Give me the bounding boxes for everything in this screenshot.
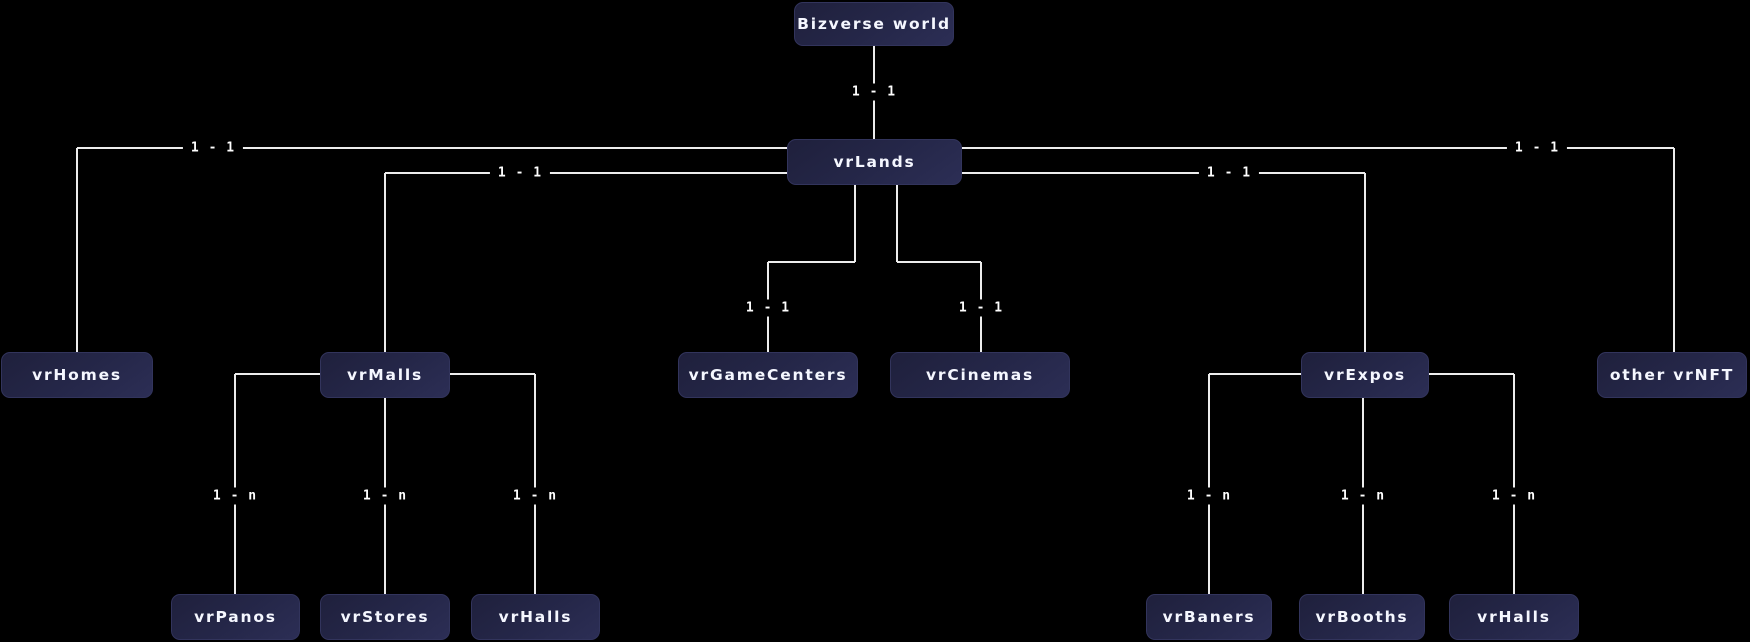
edge-vrlands-vrmalls-line-h xyxy=(385,172,787,174)
edge-vrlands-othervnft-label: 1 - 1 xyxy=(1506,139,1568,157)
edge-vrlands-vrgamecenters-label: 1 - 1 xyxy=(737,299,799,317)
edge-vrmalls-vrpanos-label: 1 - n xyxy=(204,487,266,505)
node-vrbaners[interactable]: vrBaners xyxy=(1146,594,1272,640)
edge-vrmalls-vrpanos-line-h xyxy=(235,373,320,375)
edge-vrlands-vrhomes-line-v xyxy=(76,148,78,352)
edge-vrexpos-vrhalls-line-h xyxy=(1429,373,1514,375)
edge-vrlands-vrhomes-label: 1 - 1 xyxy=(182,139,244,157)
edge-vrlands-vrhomes-line-h xyxy=(77,147,787,149)
node-vrhomes[interactable]: vrHomes xyxy=(1,352,153,398)
edge-vrlands-othervnft-line-h xyxy=(962,147,1674,149)
edge-vrlands-vrcinemas-label: 1 - 1 xyxy=(950,299,1012,317)
edge-vrlands-vrmalls-label: 1 - 1 xyxy=(489,164,551,182)
edge-vrlands-vrexpos-label: 1 - 1 xyxy=(1198,164,1260,182)
edge-vrexpos-vrbaners-line-v xyxy=(1208,374,1210,594)
edge-vrlands-vrgamecenters-line-h xyxy=(768,261,855,263)
node-vrpanos[interactable]: vrPanos xyxy=(171,594,300,640)
node-vrstores[interactable]: vrStores xyxy=(320,594,450,640)
node-other-vrnft[interactable]: other vrNFT xyxy=(1597,352,1747,398)
node-vrhalls-malls[interactable]: vrHalls xyxy=(471,594,600,640)
edge-vrlands-vrmalls-line-v xyxy=(384,173,386,352)
edge-vrlands-vrgamecenters-line-v1 xyxy=(854,185,856,262)
edge-vrlands-vrcinemas-line-h xyxy=(897,261,981,263)
edge-vrmalls-vrstores-label: 1 - n xyxy=(354,487,416,505)
edge-vrlands-othervnft-line-v xyxy=(1673,148,1675,352)
node-vrhalls-expos[interactable]: vrHalls xyxy=(1449,594,1579,640)
edge-vrmalls-vrhalls-label: 1 - n xyxy=(504,487,566,505)
edge-bizverse-vrlands-label: 1 - 1 xyxy=(843,83,905,101)
edge-vrexpos-vrhalls-label: 1 - n xyxy=(1483,487,1545,505)
edge-vrexpos-vrbaners-label: 1 - n xyxy=(1178,487,1240,505)
node-vrcinemas[interactable]: vrCinemas xyxy=(890,352,1070,398)
node-vrbooths[interactable]: vrBooths xyxy=(1299,594,1425,640)
edge-vrexpos-vrhalls-line-v xyxy=(1513,374,1515,594)
node-vrmalls[interactable]: vrMalls xyxy=(320,352,450,398)
edge-vrexpos-vrbooths-label: 1 - n xyxy=(1332,487,1394,505)
node-vrgamecenters[interactable]: vrGameCenters xyxy=(678,352,858,398)
node-vrexpos[interactable]: vrExpos xyxy=(1301,352,1429,398)
edge-vrlands-vrexpos-line-v xyxy=(1364,173,1366,352)
edge-vrlands-vrcinemas-line-v1 xyxy=(896,185,898,262)
edge-vrmalls-vrhalls-line-v xyxy=(534,374,536,594)
node-vrlands[interactable]: vrLands xyxy=(787,139,962,185)
node-bizverse-world[interactable]: Bizverse world xyxy=(794,2,954,46)
edge-vrmalls-vrpanos-line-v xyxy=(234,374,236,594)
edge-vrlands-vrexpos-line-h xyxy=(962,172,1365,174)
edge-vrmalls-vrhalls-line-h xyxy=(450,373,535,375)
edge-vrexpos-vrbaners-line-h xyxy=(1209,373,1301,375)
